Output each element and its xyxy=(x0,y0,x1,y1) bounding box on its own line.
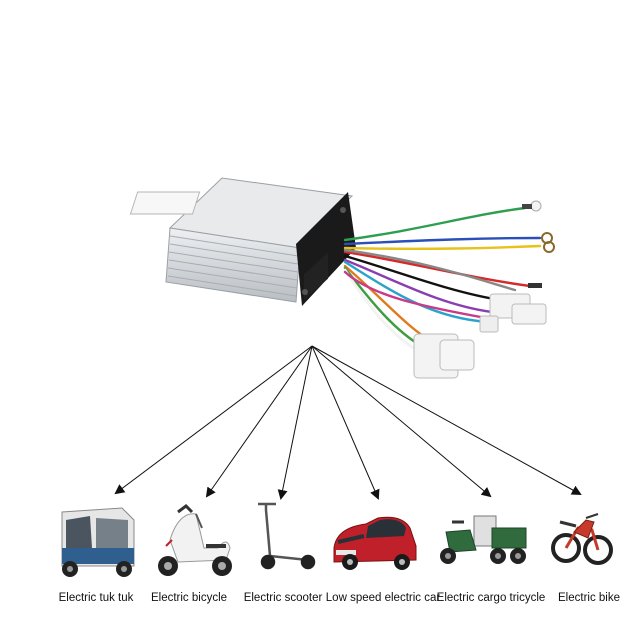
vehicle-label-low-speed-car: Low speed electric car xyxy=(325,592,441,604)
vehicle-label-cargo-tricycle: Electric cargo tricycle xyxy=(436,592,546,604)
arrow-to-low-speed-car xyxy=(311,345,380,500)
electric-bicycle-icon xyxy=(158,504,232,576)
motor-controller xyxy=(129,177,356,306)
vehicle-label-electric-scooter: Electric scooter xyxy=(243,592,323,604)
kick-scooter-icon xyxy=(258,502,316,570)
arrow-to-electric-scooter xyxy=(277,345,313,500)
wiring-harness xyxy=(343,206,542,354)
arrow-to-tuk-tuk xyxy=(114,345,313,495)
vehicle-label-electric-bicycle: Electric bicycle xyxy=(150,592,228,604)
vehicle-label-electric-bike: Electric bike xyxy=(558,592,620,604)
electric-motorbike-icon xyxy=(551,513,613,565)
small-car-icon xyxy=(333,516,417,570)
arrow-to-electric-bike xyxy=(311,345,582,495)
arrows xyxy=(114,345,582,500)
arrow-to-electric-bicycle xyxy=(205,345,313,498)
cargo-tricycle-icon xyxy=(440,515,527,564)
arrow-to-cargo-tricycle xyxy=(311,345,492,498)
vehicle-label-tuk-tuk: Electric tuk tuk xyxy=(58,592,134,604)
tuk-tuk-icon xyxy=(61,507,135,577)
controller-label-sticker xyxy=(129,191,201,215)
wire-terminals xyxy=(413,200,555,379)
